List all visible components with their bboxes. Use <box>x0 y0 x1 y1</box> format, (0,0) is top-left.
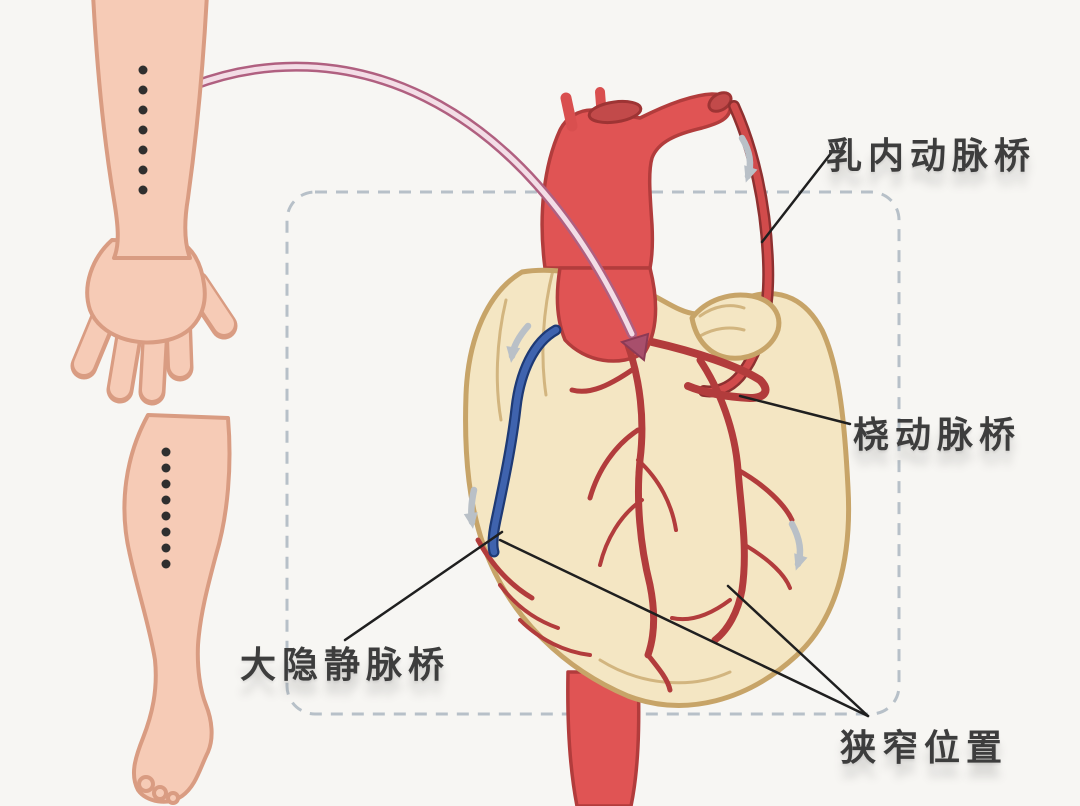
pointer-line-stenosis-2 <box>726 584 870 718</box>
pointer-line-stenosis-1 <box>498 538 870 718</box>
toe <box>166 791 180 805</box>
aorta-arch <box>540 87 733 270</box>
radial-graft-vessel <box>648 338 770 403</box>
label-radial-artery-graft: 桡动脉桥 <box>853 415 1022 456</box>
atrial-appendage-flap <box>689 292 782 361</box>
label-saphenous-vein-graft: 大隐静脉桥 <box>240 645 451 686</box>
flow-arrow-ima <box>738 134 758 183</box>
label-stenosis-location: 狭窄位置 <box>840 728 1009 769</box>
flow-arrow-vein-bottom <box>463 486 478 529</box>
pointer-line-saphenous <box>343 530 504 642</box>
toe <box>137 775 155 793</box>
coronary-arteries <box>475 341 795 693</box>
transfer-arrow <box>187 61 650 362</box>
toe <box>152 785 168 801</box>
donor-site-dots-arm <box>138 65 148 195</box>
aorta-branch-stub <box>560 92 578 132</box>
flow-arrow-vein-top <box>506 322 532 363</box>
pointer-lines <box>343 150 870 718</box>
leg-illustration <box>122 413 232 805</box>
descending-aorta <box>566 670 641 806</box>
palm <box>85 238 207 345</box>
flow-arrow-right <box>788 520 808 571</box>
lower-leg <box>122 413 232 804</box>
transfer-arrowhead <box>619 332 650 362</box>
donor-site-dots-leg <box>161 447 171 569</box>
pointer-line-radial <box>738 394 852 426</box>
arm-illustration <box>70 0 238 406</box>
vein-graft-vessel <box>487 324 562 558</box>
label-internal-mammary-graft: 乳内动脉桥 <box>826 136 1037 177</box>
flow-arrows <box>463 134 808 571</box>
forearm <box>91 0 209 260</box>
pointer-line-ima <box>760 150 834 244</box>
